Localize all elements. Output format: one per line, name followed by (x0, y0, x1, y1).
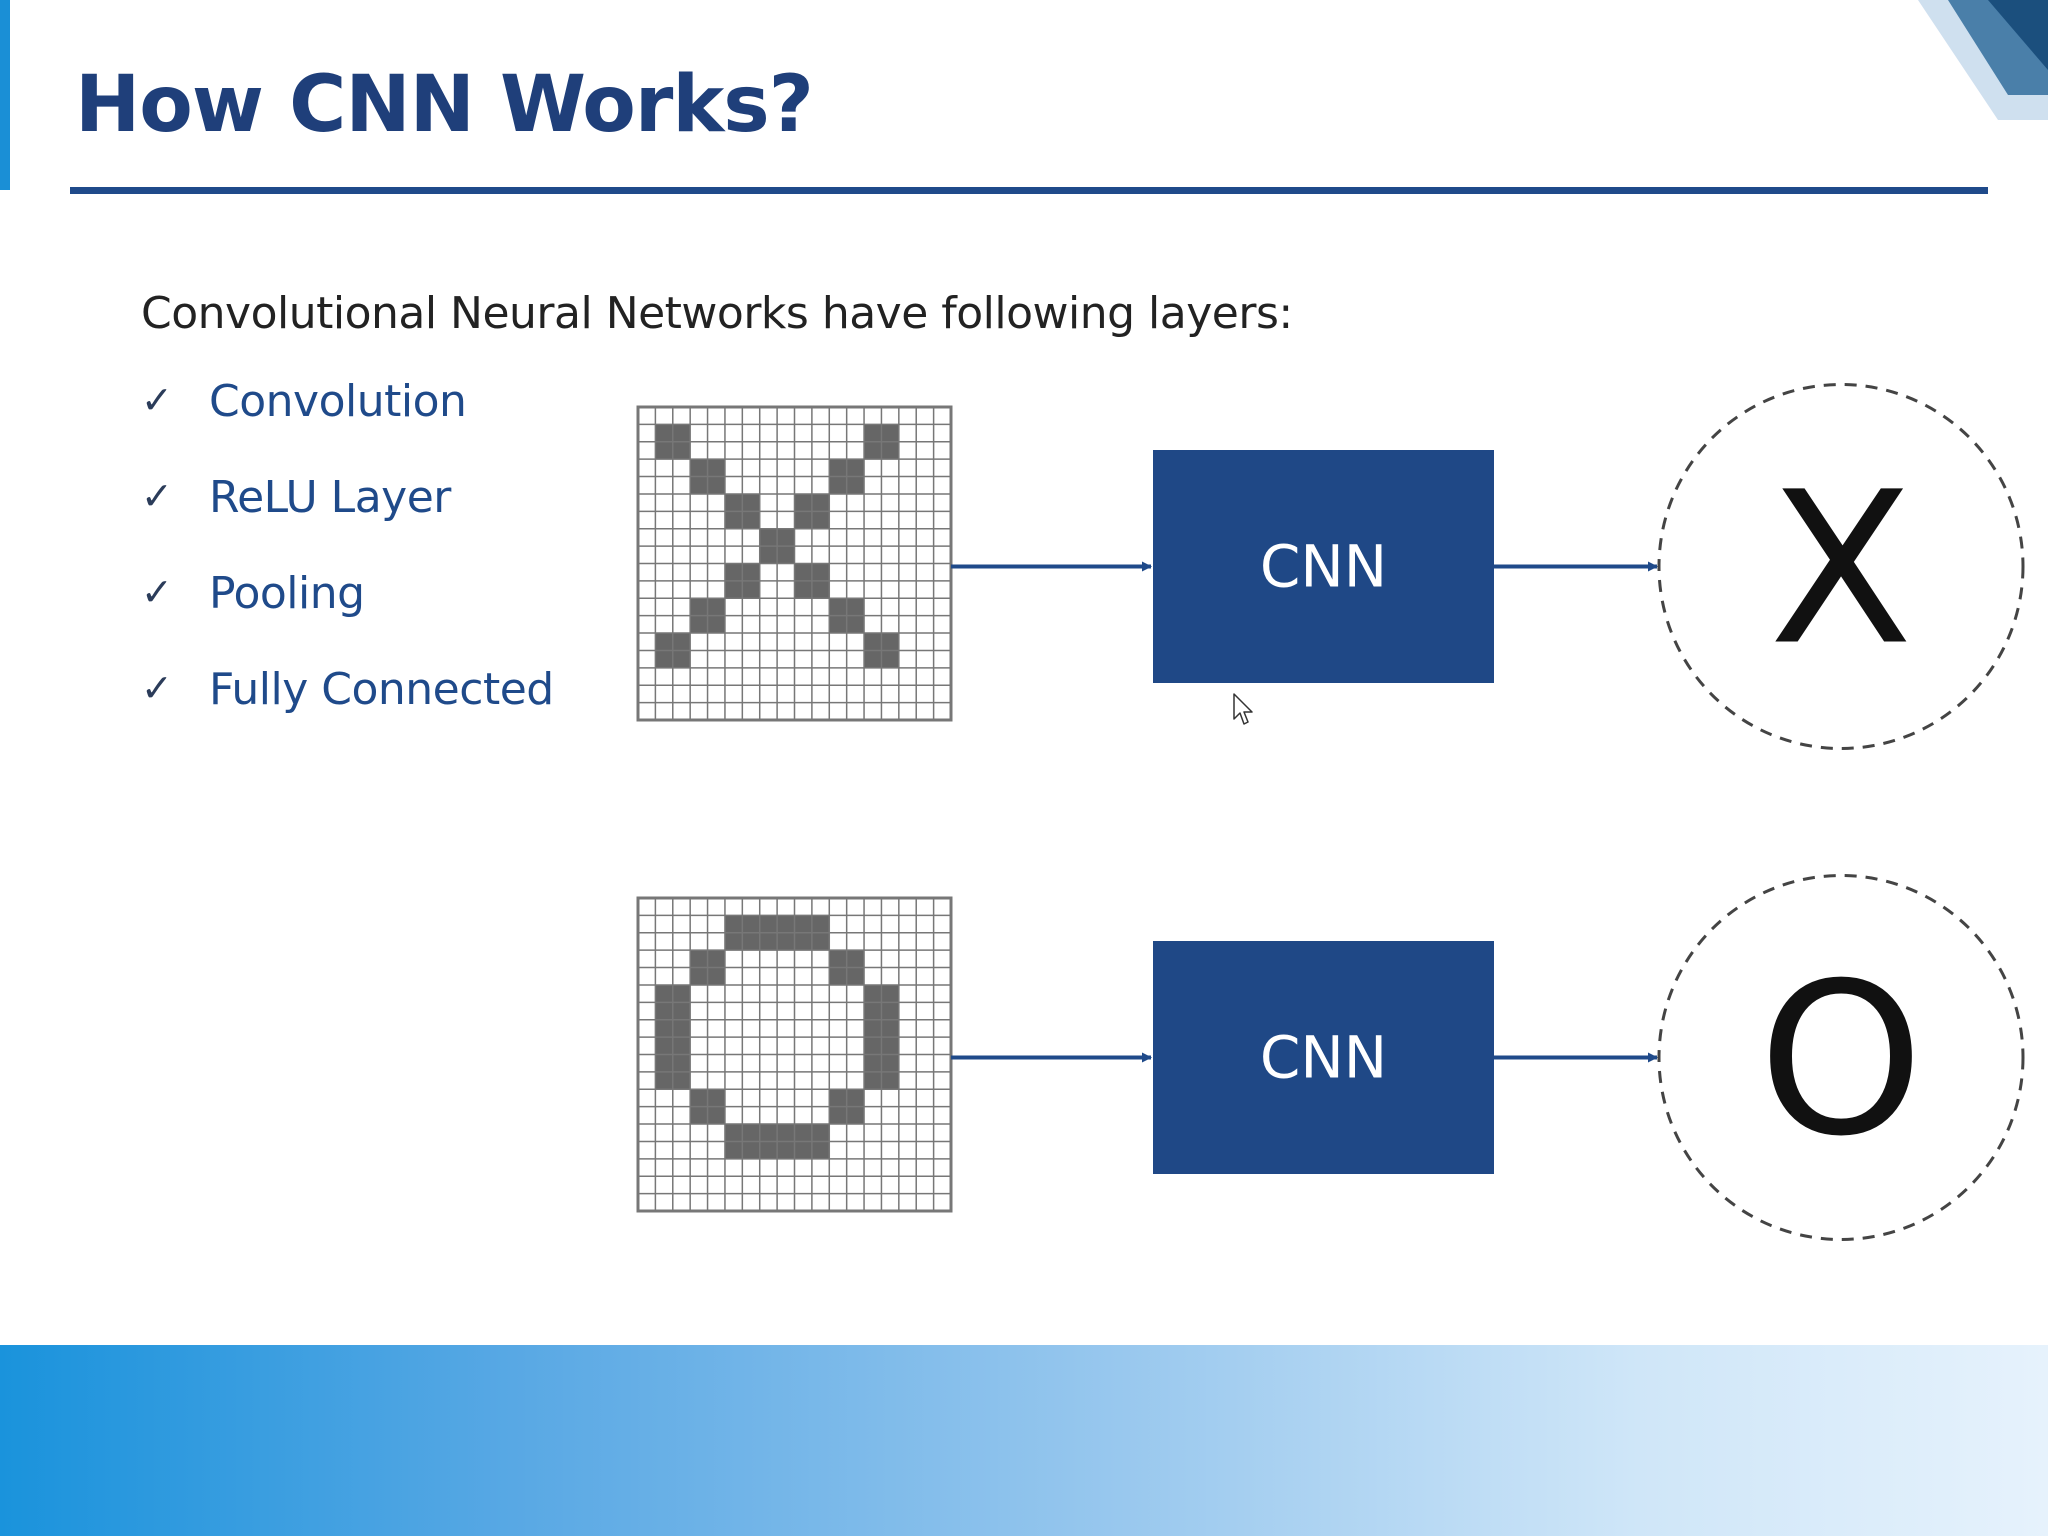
grid-border (636, 896, 953, 1213)
grid-border (636, 405, 953, 722)
cnn-box (1153, 941, 1494, 1174)
corner-decoration (1918, 0, 2048, 120)
pixel-grid-o (636, 896, 953, 1213)
layer-label: ReLU Layer (209, 472, 451, 523)
mouse-cursor-icon (1233, 693, 1253, 725)
output-label: X (1769, 447, 1913, 692)
check-icon: ✓ (141, 666, 173, 710)
layer-label: Pooling (209, 568, 365, 619)
left-accent-bar (0, 0, 10, 190)
pixel-grid-x (636, 405, 953, 722)
cnn-diagram: CNN X CNN O (636, 383, 2025, 1241)
check-icon: ✓ (141, 378, 173, 422)
cnn-box-label: CNN (1260, 533, 1387, 601)
output-circle (1657, 383, 2025, 750)
check-icon: ✓ (141, 570, 173, 614)
check-icon: ✓ (141, 474, 173, 518)
output-label: O (1758, 938, 1923, 1183)
slide-title: How CNN Works? (75, 60, 814, 150)
output-circle (1657, 874, 2025, 1241)
cnn-box-label: CNN (1260, 1024, 1387, 1092)
intro-text: Convolutional Neural Networks have follo… (141, 288, 1293, 339)
bottom-gradient-band (0, 1345, 2048, 1536)
title-underline (70, 187, 1988, 194)
layer-label: Fully Connected (209, 664, 554, 715)
cnn-box (1153, 450, 1494, 683)
layer-label: Convolution (209, 376, 467, 427)
